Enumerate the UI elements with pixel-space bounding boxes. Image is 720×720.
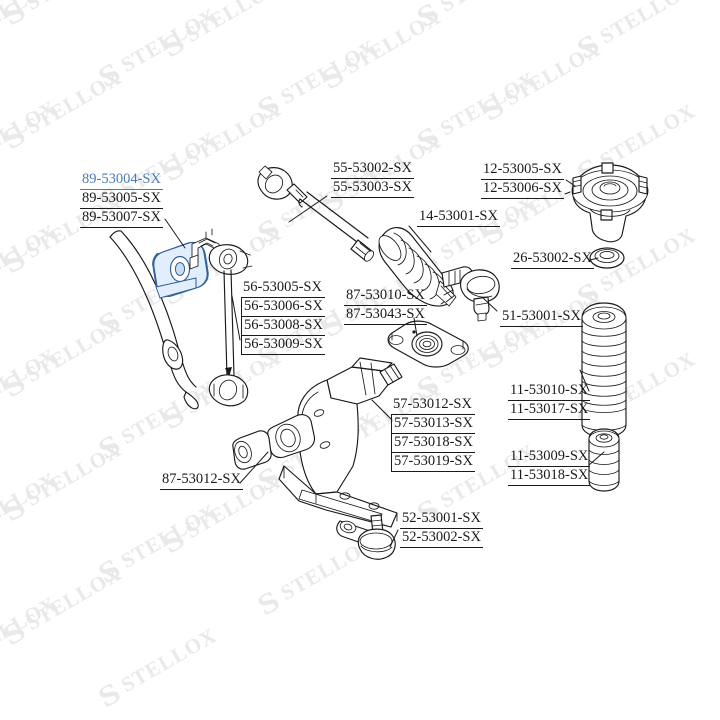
stabiliser-link-drawing (208, 244, 253, 407)
suspension-ball-joint-drawing (336, 514, 396, 560)
label-group-steering-rack-boot[interactable]: 14-53001-SX (417, 208, 500, 227)
part-code[interactable]: 55-53002-SX (331, 160, 414, 179)
part-code[interactable]: 57-53012-SX (391, 396, 475, 415)
part-code[interactable]: 11-53018-SX (508, 467, 591, 486)
part-code[interactable]: 56-53008-SX (241, 317, 325, 336)
label-group-strut-mount[interactable]: 12-53005-SX 12-53006-SX (481, 161, 564, 199)
shock-dust-boot-drawing (581, 302, 627, 438)
part-code[interactable]: 56-53005-SX (241, 279, 325, 298)
part-code[interactable]: 57-53019-SX (391, 453, 475, 472)
lower-control-arm-drawing (232, 357, 403, 528)
part-code[interactable]: 52-53002-SX (400, 529, 483, 548)
label-group-dust-boot[interactable]: 11-53010-SX 11-53017-SX (508, 382, 591, 420)
part-code[interactable]: 12-53006-SX (481, 180, 564, 199)
part-code[interactable]: 56-53009-SX (241, 336, 325, 355)
part-code[interactable]: 89-53005-SX (80, 190, 163, 209)
leader-lines (164, 179, 605, 548)
part-code[interactable]: 26-53002-SX (511, 250, 594, 269)
part-code[interactable]: 11-53009-SX (508, 448, 591, 467)
stabiliser-bushing-highlighted (152, 241, 209, 299)
part-code[interactable]: 87-53012-SX (160, 471, 243, 490)
control-arm-bush-bracket-drawing (387, 320, 469, 368)
part-code[interactable]: 14-53001-SX (417, 208, 500, 227)
outer-tie-rod-end-drawing (441, 266, 500, 322)
label-group-stabilizer-link[interactable]: 56-53005-SX 56-53006-SX 56-53008-SX 56-5… (241, 279, 325, 355)
label-group-control-arm[interactable]: 57-53012-SX 57-53013-SX 57-53018-SX 57-5… (391, 396, 475, 472)
part-code[interactable]: 56-53006-SX (241, 298, 325, 317)
bump-stop-drawing (588, 428, 620, 492)
label-group-ball-joint[interactable]: 52-53001-SX 52-53002-SX (400, 510, 483, 548)
part-code[interactable]: 57-53013-SX (391, 415, 475, 434)
steering-rack-boot-drawing (378, 227, 457, 307)
part-code[interactable]: 89-53004-SX (80, 171, 163, 190)
label-group-bushing-bracket[interactable]: 87-53010-SX 87-53043-SX (344, 287, 427, 325)
strut-bearing-drawing (589, 247, 625, 269)
part-code[interactable]: 11-53017-SX (508, 401, 591, 420)
part-code[interactable]: 51-53001-SX (500, 308, 583, 327)
strut-top-mount-drawing (571, 162, 649, 243)
part-code[interactable]: 57-53018-SX (391, 434, 475, 453)
label-group-control-arm-bushing[interactable]: 87-53012-SX (160, 471, 243, 490)
label-group-bump-stop[interactable]: 11-53009-SX 11-53018-SX (508, 448, 591, 486)
part-code[interactable]: 87-53010-SX (344, 287, 427, 306)
inner-tie-rod-drawing (257, 165, 375, 262)
part-code[interactable]: 52-53001-SX (400, 510, 483, 529)
part-code[interactable]: 12-53005-SX (481, 161, 564, 180)
part-code[interactable]: 11-53010-SX (508, 382, 591, 401)
label-group-inner-tie-rod[interactable]: 55-53002-SX 55-53003-SX (331, 160, 414, 198)
label-group-outer-tie-rod-end[interactable]: 51-53001-SX (500, 308, 583, 327)
label-group-stabilizer-bushing[interactable]: 89-53004-SX 89-53005-SX 89-53007-SX (80, 171, 163, 228)
stabiliser-bar-drawing (109, 230, 199, 410)
part-code[interactable]: 55-53003-SX (331, 179, 414, 198)
part-code[interactable]: 89-53007-SX (80, 209, 163, 228)
label-group-strut-bearing[interactable]: 26-53002-SX (511, 250, 594, 269)
part-code[interactable]: 87-53043-SX (344, 306, 427, 325)
